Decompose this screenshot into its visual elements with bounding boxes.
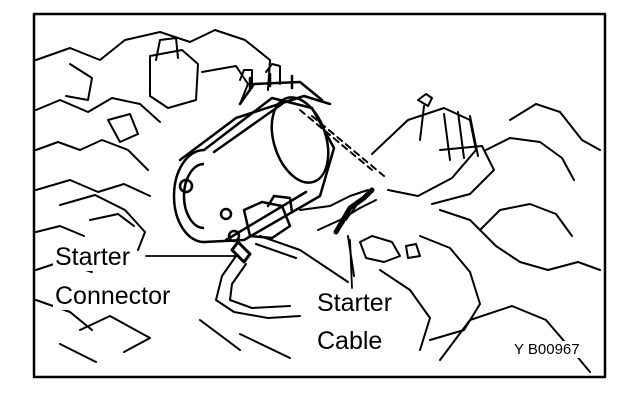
- starter-cable-label-line2: Cable: [315, 327, 385, 355]
- figure-code: Y B00967: [512, 341, 582, 358]
- leader-lines: [145, 239, 353, 289]
- engine-block: [35, 29, 281, 273]
- starter-connector-harness: [215, 235, 349, 319]
- starter-cable-label-line1: Starter: [315, 289, 395, 317]
- starter-motor: [172, 72, 336, 244]
- starter-connector-label-line1: Starter: [53, 243, 133, 271]
- lower-structure: [35, 299, 291, 363]
- figure-frame: [32, 12, 607, 379]
- starter-connector-label-line2: Connector: [53, 282, 173, 310]
